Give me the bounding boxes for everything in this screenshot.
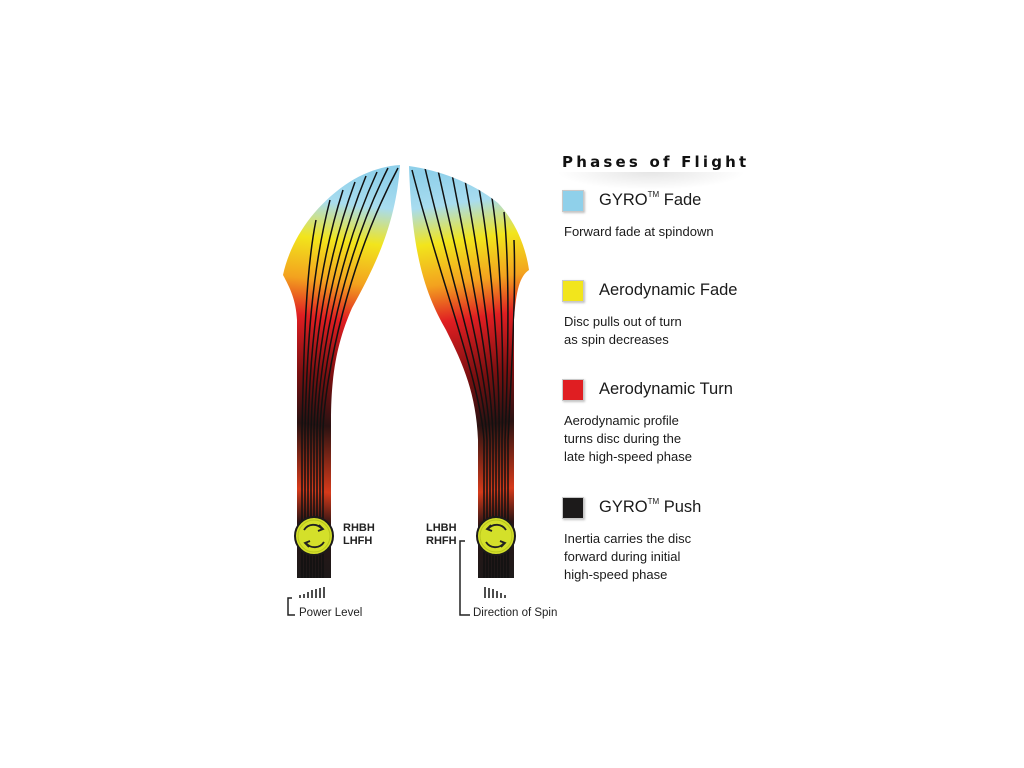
right-flight-lines: [411, 167, 516, 578]
direction-bracket: [459, 540, 470, 616]
right-disc-icon: [476, 516, 516, 556]
spin-direction-icon: [484, 587, 506, 598]
aero-turn-swatch: [562, 379, 584, 401]
legend-item-name: GYROTM Push: [599, 497, 702, 516]
legend-item-description: Inertia carries the disc forward during …: [564, 531, 692, 582]
legend-title-shadow: [556, 172, 746, 190]
left-flight-path: [283, 165, 400, 578]
left-throw-label: RHBH LHFH: [343, 522, 375, 547]
legend-item-description: Forward fade at spindown: [564, 224, 714, 239]
legend-title: Phases of Flight: [562, 153, 750, 171]
legend-item-name: Aerodynamic Turn: [599, 380, 733, 398]
aero-fade-swatch: [562, 280, 584, 302]
power-level-label: Power Level: [299, 607, 363, 619]
legend-item-description: Disc pulls out of turn as spin decreases: [564, 314, 682, 347]
left-disc-icon: [294, 516, 334, 556]
gyro-fade-swatch: [562, 190, 584, 212]
power-level-bracket: [287, 597, 295, 616]
legend-item-name: GYROTM Fade: [599, 190, 702, 209]
power-level-icon: [299, 587, 325, 598]
left-path-body: [283, 165, 400, 578]
gyro-push-swatch: [562, 497, 584, 519]
left-flight-lines: [301, 167, 399, 578]
direction-of-spin-label: Direction of Spin: [473, 607, 558, 619]
right-throw-label: LHBH RHFH: [426, 522, 457, 547]
right-flight-path: [409, 166, 529, 578]
legend-item-name: Aerodynamic Fade: [599, 281, 738, 299]
legend-item-description: Aerodynamic profile turns disc during th…: [564, 413, 692, 464]
